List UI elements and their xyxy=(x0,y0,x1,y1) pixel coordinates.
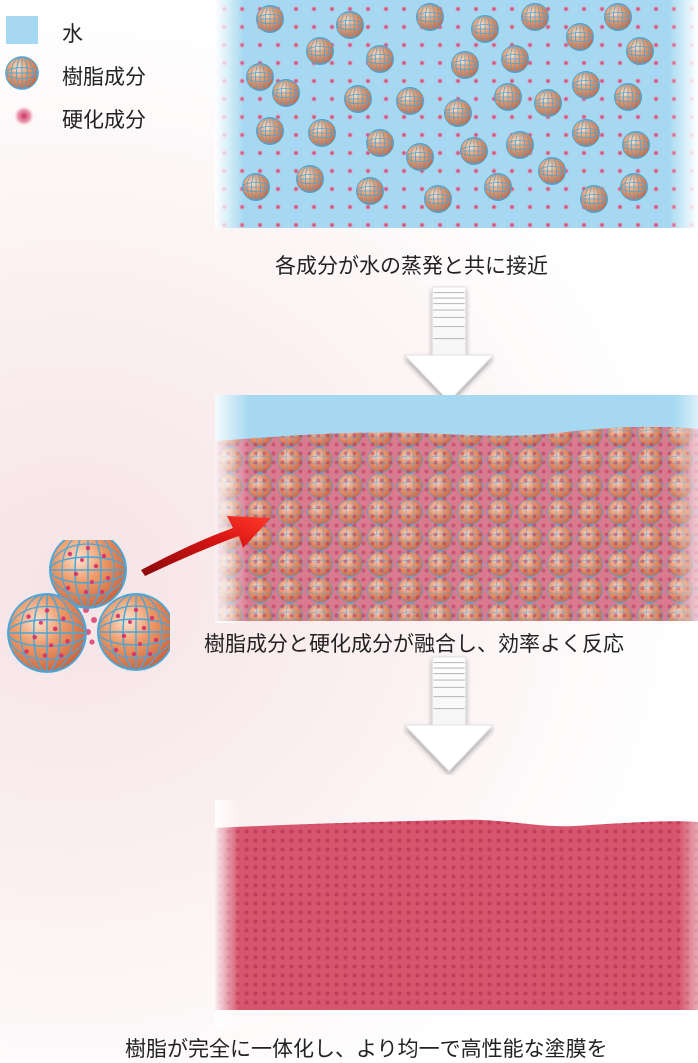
legend-label-resin: 樹脂成分 xyxy=(62,65,146,89)
legend-item-resin: 樹脂成分 xyxy=(0,55,200,91)
water-swatch-icon xyxy=(6,16,38,44)
legend-item-water: 水 xyxy=(0,12,200,48)
legend-label-hardener: 硬化成分 xyxy=(62,108,146,132)
down-arrow-icon xyxy=(403,655,495,775)
resin-cluster-zoom xyxy=(7,540,170,673)
panel-film xyxy=(215,800,698,1030)
down-arrow-icon xyxy=(403,285,495,405)
red-arrow-icon xyxy=(141,516,271,576)
caption-step1: 各成分が水の蒸発と共に接近 xyxy=(275,254,548,278)
resin-sphere-icon xyxy=(5,56,39,90)
legend: 水 樹脂成分 硬化成分 xyxy=(0,0,200,140)
panel-fusion xyxy=(215,395,698,623)
caption-step2: 樹脂成分と硬化成分が融合し、効率よく反応 xyxy=(204,632,624,656)
legend-item-hardener: 硬化成分 xyxy=(0,98,200,134)
legend-label-water: 水 xyxy=(62,22,83,46)
panel-dispersion xyxy=(215,0,698,228)
caption-step3: 樹脂が完全に一体化し、より均一で高性能な塗膜を xyxy=(125,1037,608,1061)
hardener-dot-icon xyxy=(14,106,34,126)
